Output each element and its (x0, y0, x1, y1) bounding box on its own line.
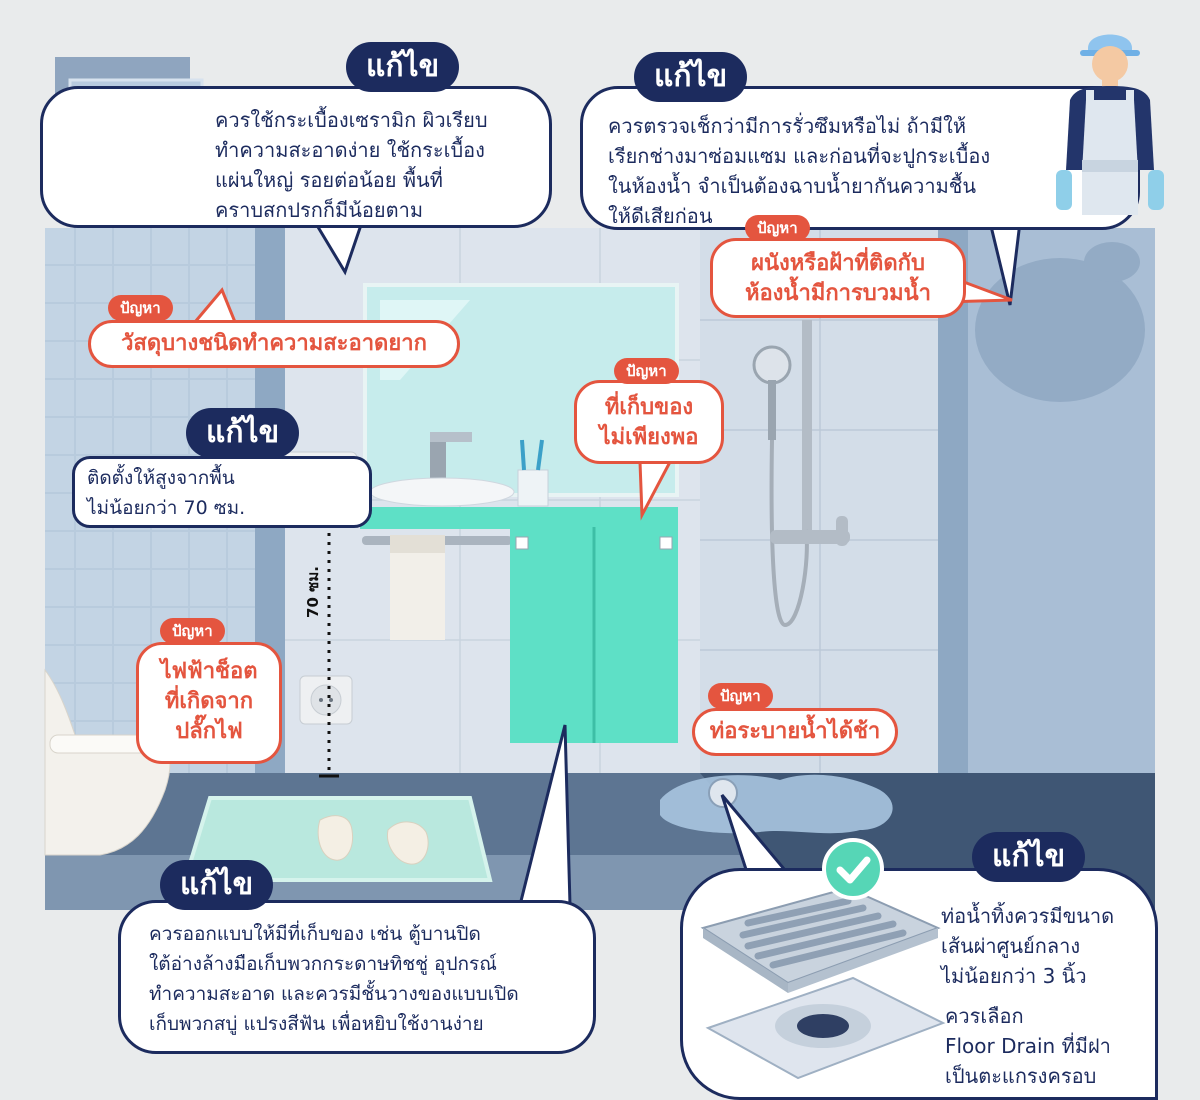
faucet (430, 432, 446, 480)
water-puddle (660, 774, 893, 834)
fix-storage-callout: ควรออกแบบให้มีที่เก็บของ เช่น ตู้บานปิด … (118, 900, 596, 1054)
fix-storage-tag: แก้ไข (160, 860, 274, 910)
check-icon (822, 838, 884, 900)
problem-storage-callout: ที่เก็บของ ไม่เพียงพอ (574, 380, 724, 464)
shower-head (752, 345, 792, 385)
fix-leak-tag: แก้ไข (634, 52, 748, 102)
fix-drain-tag: แก้ไข (972, 832, 1086, 882)
fix-leak-text: ควรตรวจเช็กว่ามีการรั่วซึมหรือไม่ ถ้ามีใ… (608, 114, 991, 228)
floor-drain (708, 778, 738, 808)
fix-tiles-callout: ควรใช้กระเบื้องเซรามิก ผิวเรียบ ทำความสะ… (40, 86, 552, 228)
problem-wall-callout: ผนังหรือฝ้าที่ติดกับ ห้องน้ำมีการบวมน้ำ (710, 238, 966, 318)
problem-drain-callout: ท่อระบายน้ำได้ช้า (692, 708, 898, 756)
shower-rail (802, 320, 812, 540)
problem-material-callout: วัสดุบางชนิดทำความสะอาดยาก (88, 320, 460, 368)
fix-outlet-text: ติดตั้งให้สูงจากพื้น ไม่น้อยกว่า 70 ซม. (87, 467, 246, 519)
fix-drain-size-text: ท่อน้ำทิ้งควรมีขนาด เส้นผ่าศูนย์กลาง ไม่… (941, 904, 1115, 988)
fix-storage-text: ควรออกแบบให้มีที่เก็บของ เช่น ตู้บานปิด … (149, 923, 519, 1035)
fix-outlet-callout: ติดตั้งให้สูงจากพื้น ไม่น้อยกว่า 70 ซม. (72, 456, 372, 528)
problem-drain-text: ท่อระบายน้ำได้ช้า (709, 719, 881, 744)
fix-tiles-tag: แก้ไข (346, 42, 460, 92)
floor-drain-grate-illustration (700, 886, 946, 1080)
slipper-right (387, 821, 429, 865)
vanity-counter (360, 507, 678, 529)
wall-swelling (975, 258, 1145, 402)
fix-outlet-tag: แก้ไข (186, 408, 300, 458)
problem-wall-tag: ปัญหา (745, 215, 810, 241)
basin (369, 477, 515, 507)
problem-shock-tag: ปัญหา (160, 618, 225, 644)
dimension-label: 70 ซม. (304, 566, 322, 618)
problem-storage-text: ที่เก็บของ ไม่เพียงพอ (599, 395, 699, 450)
fix-drain-callout: ท่อน้ำทิ้งควรมีขนาด เส้นผ่าศูนย์กลาง ไม่… (680, 868, 1158, 1100)
problem-drain-tag: ปัญหา (708, 683, 773, 709)
problem-material-text: วัสดุบางชนิดทำความสะอาดยาก (121, 331, 427, 356)
technician-figure (1056, 34, 1164, 215)
problem-material-tag: ปัญหา (108, 295, 173, 321)
problem-storage-tag: ปัญหา (614, 358, 679, 384)
fix-drain-type-text: ควรเลือก Floor Drain ที่มีฝา เป็นตะแกรงค… (945, 1004, 1111, 1088)
fix-tiles-text: ควรใช้กระเบื้องเซรามิก ผิวเรียบ ทำความสะ… (215, 108, 488, 222)
problem-shock-text: ไฟฟ้าช็อต ที่เกิดจาก ปลั๊กไฟ (160, 659, 258, 744)
problem-wall-text: ผนังหรือฝ้าที่ติดกับ ห้องน้ำมีการบวมน้ำ (744, 251, 932, 306)
problem-shock-callout: ไฟฟ้าช็อต ที่เกิดจาก ปลั๊กไฟ (136, 642, 282, 764)
slipper-left (317, 815, 354, 861)
